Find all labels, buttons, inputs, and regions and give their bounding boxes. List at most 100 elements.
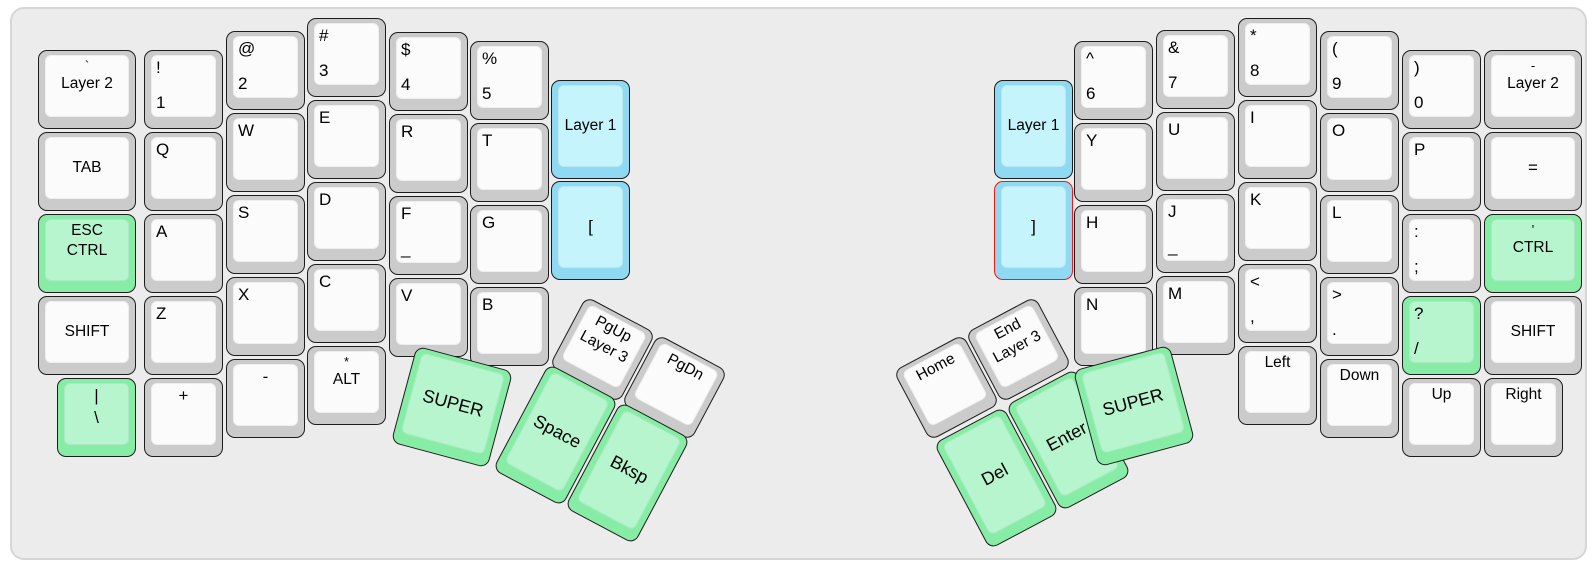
keycap-top	[396, 37, 461, 99]
key-dollar-4[interactable]: $4	[389, 32, 468, 111]
key-paren-9[interactable]: (9	[1320, 31, 1399, 110]
keycap-top	[1245, 187, 1310, 249]
key-tab[interactable]: TAB	[38, 132, 136, 211]
keycap-top	[151, 301, 216, 363]
key-equals[interactable]: =	[1484, 132, 1582, 211]
key-plus[interactable]: +	[144, 378, 223, 457]
key-v[interactable]: V	[389, 278, 468, 357]
keycap-top	[1491, 301, 1575, 363]
keycap-top	[45, 137, 129, 199]
keycap-top	[1163, 117, 1228, 179]
key-f-underscore[interactable]: F_	[389, 196, 468, 275]
keycap-top	[314, 105, 379, 167]
key-comma[interactable]: <,	[1238, 264, 1317, 343]
keycap-top	[1245, 23, 1310, 85]
key-h[interactable]: H	[1074, 205, 1153, 284]
key-a[interactable]: A	[144, 214, 223, 293]
keycap-top	[233, 200, 298, 262]
keycap-top	[1081, 210, 1146, 272]
keycap-top	[1491, 219, 1575, 281]
keycap-top	[1409, 383, 1474, 445]
key-shift-right[interactable]: SHIFT	[1484, 296, 1582, 375]
keycap-top	[45, 219, 129, 281]
key-up-arrow[interactable]: Up	[1402, 378, 1481, 457]
key-d[interactable]: D	[307, 182, 386, 261]
key-period[interactable]: >.	[1320, 277, 1399, 356]
keycap-top	[45, 301, 129, 363]
key-quote-ctrl[interactable]: 'CTRL	[1484, 214, 1582, 293]
keycap-top	[64, 383, 129, 445]
keycap-top	[396, 201, 461, 263]
key-m[interactable]: M	[1156, 276, 1235, 355]
key-asterisk-alt[interactable]: *ALT	[307, 346, 386, 425]
key-hash-3[interactable]: #3	[307, 18, 386, 97]
keycap-top	[477, 292, 542, 354]
keycap-top	[558, 85, 623, 167]
keycap-top	[1409, 301, 1474, 363]
keycap-top	[1163, 35, 1228, 97]
keycap-top	[1001, 85, 1066, 167]
keycap-top	[1491, 137, 1575, 199]
keycap-top	[400, 352, 506, 455]
keycap-top	[1163, 199, 1228, 261]
key-layer1-right[interactable]: Layer 1	[994, 80, 1073, 179]
keycap-top	[1409, 55, 1474, 117]
key-semicolon[interactable]: :;	[1402, 214, 1481, 293]
key-p[interactable]: P	[1402, 132, 1481, 211]
key-asterisk-8[interactable]: *8	[1238, 18, 1317, 97]
key-x[interactable]: X	[226, 277, 305, 356]
key-caret-6[interactable]: ^6	[1074, 41, 1153, 120]
key-rbracket[interactable]: ]	[994, 181, 1073, 280]
key-k[interactable]: K	[1238, 182, 1317, 261]
keycap-top	[1327, 200, 1392, 262]
keycap-top	[396, 283, 461, 345]
key-lbracket[interactable]: [	[551, 181, 630, 280]
key-t[interactable]: T	[470, 123, 549, 202]
key-at-2[interactable]: @2	[226, 31, 305, 110]
keycap-top	[1327, 282, 1392, 344]
key-left-arrow[interactable]: Left	[1238, 346, 1317, 425]
keycap-top	[1327, 364, 1392, 426]
key-minus-layer2[interactable]: -Layer 2	[1484, 50, 1582, 129]
key-right-arrow[interactable]: Right	[1484, 378, 1563, 457]
key-layer1-left[interactable]: Layer 1	[551, 80, 630, 179]
key-g[interactable]: G	[470, 205, 549, 284]
keycap-top	[396, 119, 461, 181]
key-w[interactable]: W	[226, 113, 305, 192]
key-amp-7[interactable]: &7	[1156, 30, 1235, 109]
keycap-top	[1081, 292, 1146, 354]
keycap-top	[151, 55, 216, 117]
key-j-underscore[interactable]: J_	[1156, 194, 1235, 273]
key-b[interactable]: B	[470, 287, 549, 366]
key-s[interactable]: S	[226, 195, 305, 274]
keycap-top	[1491, 55, 1575, 117]
keycap-top	[233, 36, 298, 98]
key-pipe-backslash[interactable]: |\	[57, 378, 136, 457]
key-down-arrow[interactable]: Down	[1320, 359, 1399, 438]
key-q[interactable]: Q	[144, 132, 223, 211]
key-y[interactable]: Y	[1074, 123, 1153, 202]
key-u[interactable]: U	[1156, 112, 1235, 191]
key-i[interactable]: I	[1238, 100, 1317, 179]
key-grave-layer2[interactable]: `Layer 2	[38, 50, 136, 129]
key-e[interactable]: E	[307, 100, 386, 179]
keycap-top	[151, 137, 216, 199]
key-percent-5[interactable]: %5	[470, 41, 549, 120]
key-shift-left[interactable]: SHIFT	[38, 296, 136, 375]
key-r[interactable]: R	[389, 114, 468, 193]
keycap-top	[233, 364, 298, 426]
key-paren-0[interactable]: )0	[1402, 50, 1481, 129]
keycap-top	[1163, 281, 1228, 343]
key-z[interactable]: Z	[144, 296, 223, 375]
key-question-slash[interactable]: ?/	[1402, 296, 1481, 375]
keycap-top	[314, 23, 379, 85]
key-minus[interactable]: -	[226, 359, 305, 438]
keycap-top	[233, 118, 298, 180]
key-c[interactable]: C	[307, 264, 386, 343]
key-exclam-1[interactable]: !1	[144, 50, 223, 129]
keycap-top	[901, 341, 989, 428]
key-l[interactable]: L	[1320, 195, 1399, 274]
key-o[interactable]: O	[1320, 113, 1399, 192]
